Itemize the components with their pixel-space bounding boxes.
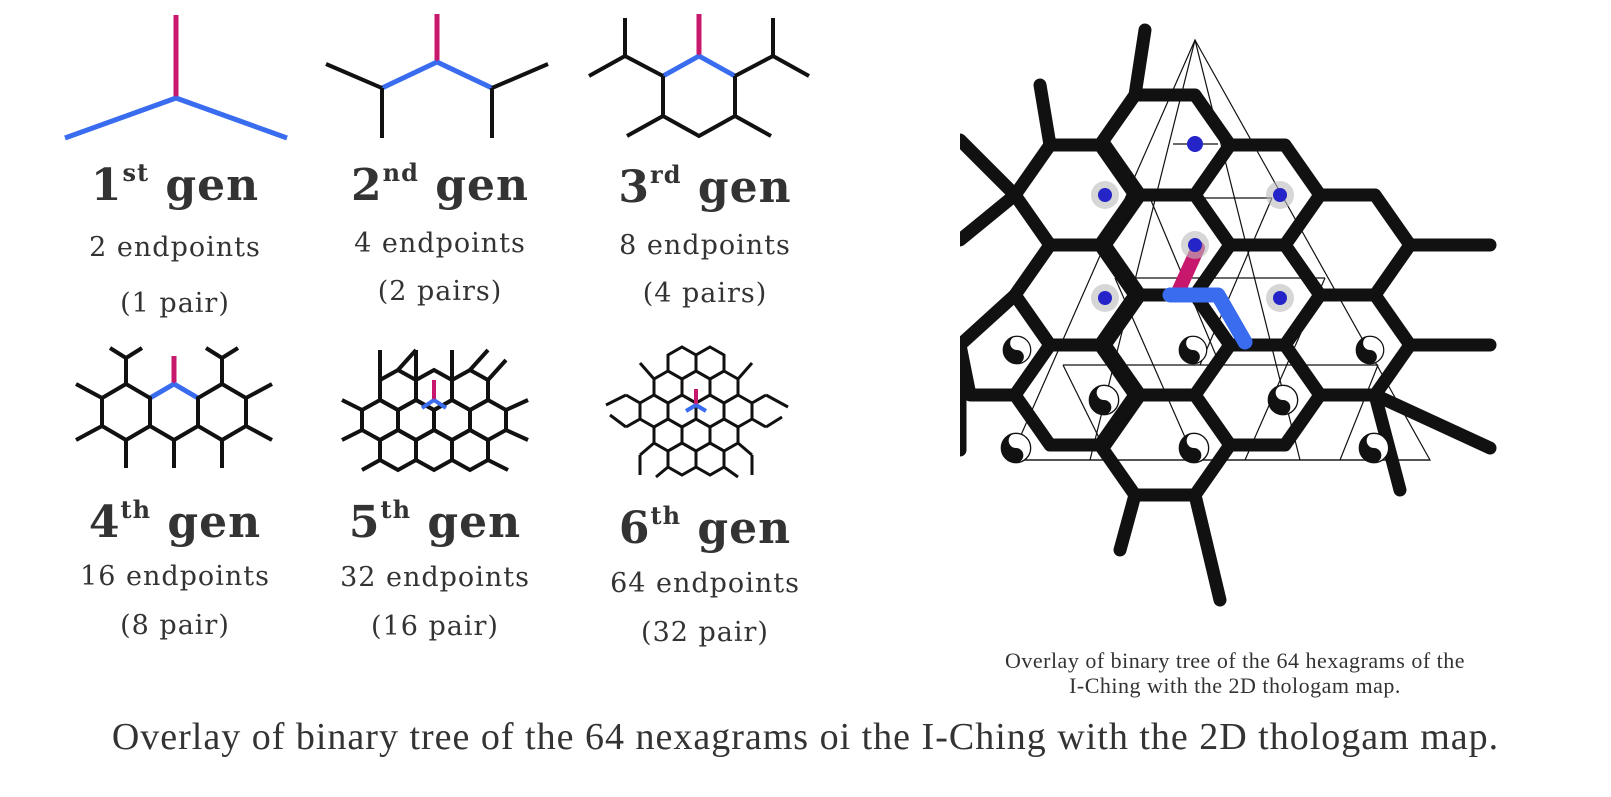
hex-honeycomb — [960, 23, 1497, 607]
gen-3-title: 3rd gen — [618, 160, 792, 213]
gen-5-endpoints: 32 endpoints — [340, 562, 530, 593]
main-caption: Overlay of binary tree of the 64 nexagra… — [111, 716, 1500, 758]
gen-1-title: 1st gen — [90, 158, 260, 211]
gen-2-diagram — [318, 10, 558, 150]
gen-2-tree — [325, 14, 549, 138]
branch-line — [148, 381, 176, 401]
branch-line — [435, 59, 494, 91]
gen-6-pairs: (32 pair) — [641, 617, 769, 648]
branch-line — [1162, 287, 1253, 350]
overlay-caption: Overlay of binary tree of the 64 hexagra… — [945, 648, 1525, 698]
gen-3-tree — [588, 14, 810, 139]
branch-line — [175, 95, 288, 141]
gen-1-pairs: (1 pair) — [120, 288, 230, 319]
gen-6-diagram — [600, 345, 795, 480]
gen-6-endpoints: 64 endpoints — [610, 568, 800, 599]
branch-line — [380, 59, 439, 91]
gen-2-endpoints: 4 endpoints — [354, 228, 526, 259]
gen-6-tree — [605, 345, 789, 479]
gen-1-endpoints: 2 endpoints — [89, 232, 261, 263]
gen-4-endpoints: 16 endpoints — [80, 561, 270, 592]
branch-line — [420, 398, 436, 410]
branch-line — [684, 403, 698, 413]
hexagram-markers — [1091, 136, 1294, 312]
branch-line — [64, 95, 177, 141]
node-marker — [1187, 136, 1203, 152]
gen-5-tree — [341, 348, 529, 473]
gen-6-title: 6th gen — [618, 501, 792, 554]
gen-4-diagram — [70, 340, 280, 475]
gen-5-pairs: (16 pair) — [371, 611, 499, 642]
overlay-caption-line-1: Overlay of binary tree of the 64 hexagra… — [1004, 648, 1466, 673]
branch-line — [661, 53, 701, 79]
thologam-map — [960, 23, 1497, 607]
gen-4-pairs: (8 pair) — [120, 610, 230, 641]
gen-3-pairs: (4 pairs) — [642, 278, 768, 309]
branch-line — [432, 398, 448, 410]
gen-1-tree — [64, 15, 288, 141]
gen-4-title: 4th gen — [88, 495, 262, 548]
gen-4-tree — [75, 346, 273, 468]
overlay-caption-line-2: I-Ching with the 2D thologam map. — [1069, 673, 1401, 698]
branch-line — [697, 53, 737, 79]
gen-5-title: 5th gen — [348, 495, 522, 548]
branch-line — [172, 381, 200, 401]
branch-line — [694, 403, 708, 413]
gen-5-diagram — [338, 340, 533, 475]
gen-2-pairs: (2 pairs) — [377, 276, 503, 307]
gen-3-endpoints: 8 endpoints — [619, 230, 791, 261]
gen-3-diagram — [585, 10, 825, 150]
gen-1-diagram — [60, 10, 300, 150]
gen-2-title: 2nd gen — [351, 158, 529, 211]
